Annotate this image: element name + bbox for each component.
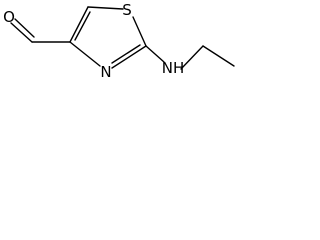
bond-c4-c5-inner <box>74 11 91 41</box>
bond-c2-n3-inner <box>111 44 141 64</box>
bond-ch2-ch3 <box>202 45 235 67</box>
bond-c2-n3 <box>111 45 147 69</box>
bond-n3-c4 <box>69 41 101 67</box>
chemical-structure: O S N NH <box>3 1 235 81</box>
bond-c5-s1 <box>87 6 124 10</box>
atom-sulfur-label: S <box>122 1 132 19</box>
bond-c4-c5 <box>69 6 89 43</box>
bond-nh-ch2 <box>180 45 204 70</box>
bond-aldehyde-double-1 <box>10 22 33 43</box>
bond-s1-c2 <box>132 16 147 47</box>
atom-ring-nitrogen-label: N <box>100 63 111 81</box>
atom-amine-label: NH <box>162 59 185 77</box>
atom-oxygen-label: O <box>3 8 15 26</box>
bond-aldehyde-double-2 <box>14 18 35 38</box>
bond-c2-nh <box>145 45 165 63</box>
